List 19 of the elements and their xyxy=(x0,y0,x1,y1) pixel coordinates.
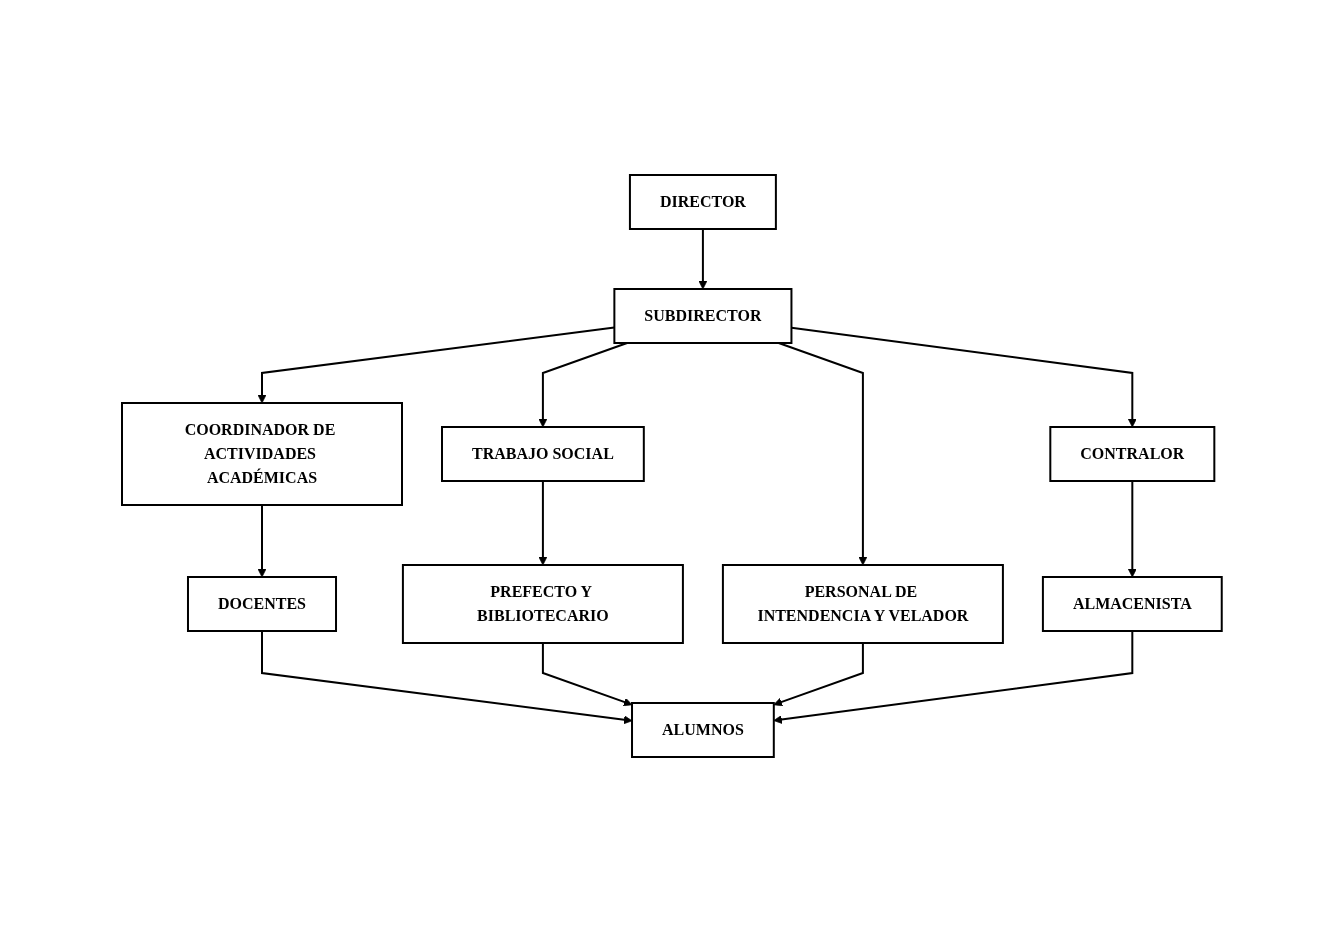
arrow xyxy=(538,342,628,428)
arrow xyxy=(541,642,633,707)
node-box: PREFECTO Y BIBLIOTECARIO xyxy=(401,564,684,644)
node-box: DIRECTOR xyxy=(628,174,777,230)
arrow xyxy=(257,504,266,578)
node-box: COORDINADOR DE ACTIVIDADES ACADÉMICAS xyxy=(120,402,403,506)
node-box: TRABAJO SOCIAL xyxy=(440,426,645,482)
node-box: DOCENTES xyxy=(186,576,337,632)
node-box: PERSONAL DE INTENDENCIA Y VELADOR xyxy=(721,564,1004,644)
node-box: CONTRALOR xyxy=(1048,426,1215,482)
node-box: ALUMNOS xyxy=(630,702,775,758)
arrow xyxy=(773,642,864,707)
arrow xyxy=(538,480,547,566)
node-box: ALMACENISTA xyxy=(1041,576,1223,632)
arrow xyxy=(773,630,1133,724)
arrow xyxy=(698,228,707,290)
node-box: SUBDIRECTOR xyxy=(613,288,793,344)
arrow xyxy=(1127,480,1137,578)
arrow xyxy=(260,630,633,725)
